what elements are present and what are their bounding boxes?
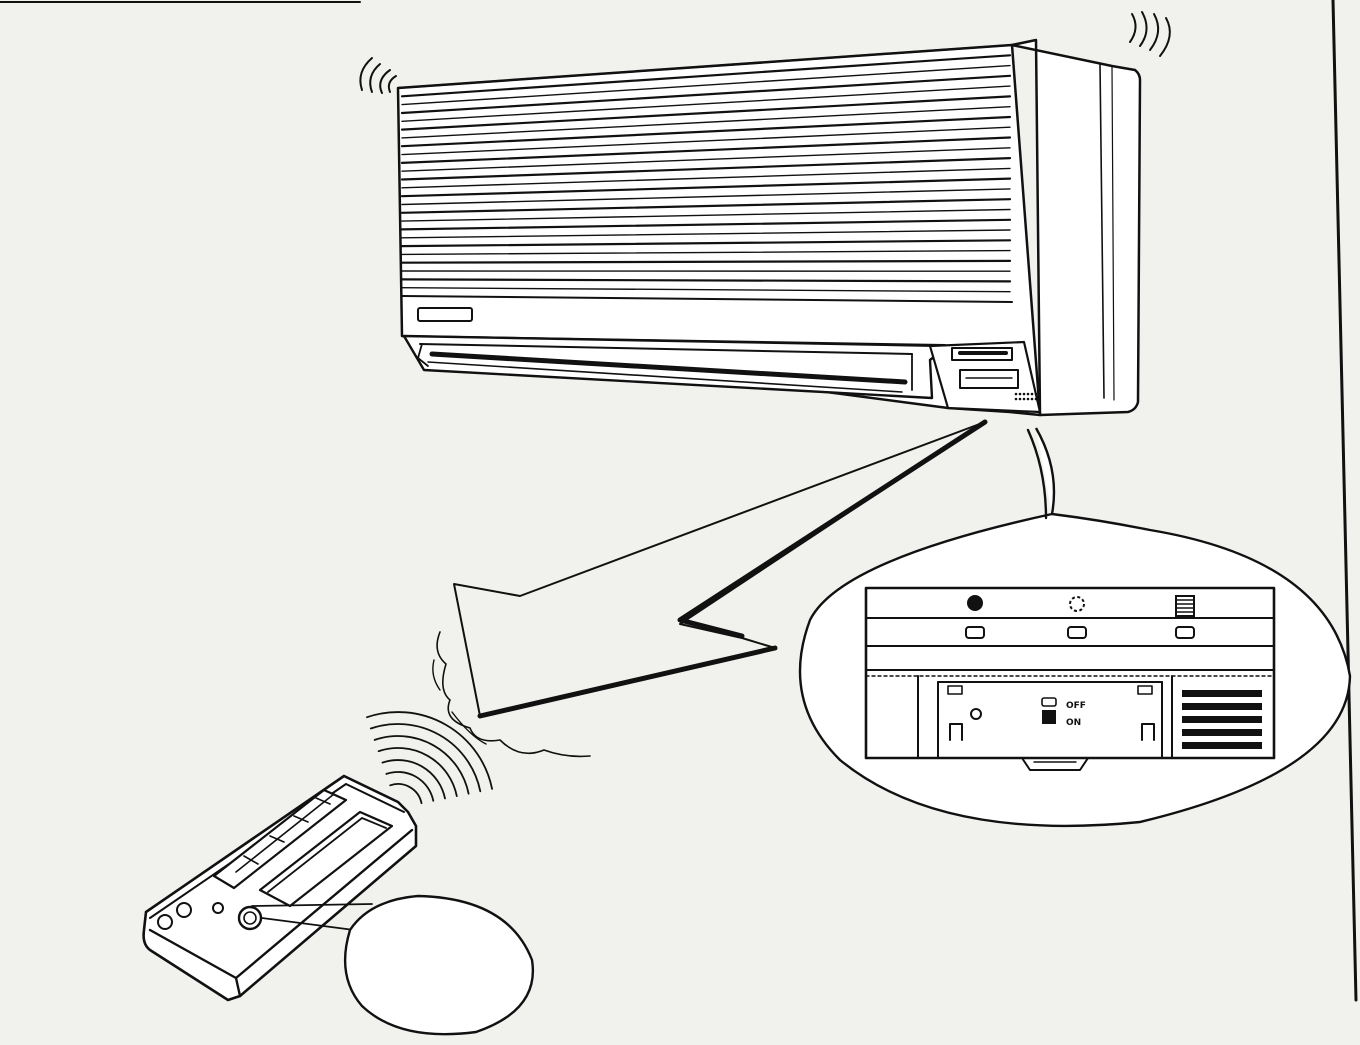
infrared-wave	[369, 723, 482, 793]
grille-slat	[400, 115, 1012, 148]
operation-switch: OFF ON	[1041, 697, 1086, 728]
infrared-wave	[373, 735, 470, 795]
grille-slat	[401, 147, 1011, 172]
switch-label-a: OFF	[1066, 701, 1086, 711]
grille-slat	[401, 85, 1011, 122]
grille-slat	[401, 126, 1011, 156]
vent-bar	[1182, 690, 1262, 697]
grille-slat	[401, 229, 1011, 239]
grille-slat	[400, 198, 1012, 214]
grille-slat	[400, 54, 1012, 98]
vent-bar	[1182, 729, 1262, 736]
vent-bar	[1182, 742, 1262, 749]
grille-slats	[400, 54, 1012, 293]
vent-dot	[1030, 397, 1034, 401]
grille-slat	[400, 239, 1012, 248]
remote-button-callout	[343, 894, 535, 1036]
vent-bar	[1182, 716, 1262, 723]
vent-dot	[1034, 392, 1038, 396]
panel-callout-bubble: OFF ON	[798, 427, 1352, 828]
indicator-lamp-middle	[1067, 626, 1087, 639]
brand-badge	[417, 307, 473, 322]
grille-slat	[400, 157, 1012, 181]
infrared-wave	[389, 783, 423, 805]
vent-bars	[1182, 690, 1262, 749]
air-conditioner-indoor-unit	[359, 11, 1171, 417]
grille-slat	[401, 188, 1011, 206]
remote-button	[212, 902, 224, 914]
vent-dot	[1026, 397, 1030, 401]
grille-slat	[400, 218, 1012, 231]
infrared-wave	[385, 771, 435, 802]
grille-slat	[400, 136, 1012, 164]
vent-dot	[1022, 397, 1026, 401]
infrared-wave	[381, 759, 446, 800]
grille-slat	[401, 167, 1011, 189]
infrared-wave	[366, 711, 493, 790]
indicator-lamp-right	[1175, 626, 1195, 639]
vent-dot	[1030, 392, 1034, 396]
vent-dot	[1022, 392, 1026, 396]
grille-slat	[400, 177, 1012, 198]
grille-slat	[401, 208, 1011, 222]
vent-dot	[1034, 397, 1038, 401]
hatched-square-icon	[1175, 595, 1195, 617]
remote-button	[157, 914, 173, 930]
grille-slat	[401, 64, 1011, 106]
grille-slat	[400, 278, 1012, 283]
direction-arrow	[432, 419, 988, 758]
vent-dot	[1018, 392, 1022, 396]
infrared-wave	[377, 747, 458, 797]
remote-button	[176, 902, 192, 918]
switch-label-b: ON	[1066, 718, 1081, 728]
operation-panel-detail: OFF ON	[864, 586, 1276, 771]
filled-circle-icon	[967, 595, 983, 611]
signal-wave-icon	[366, 711, 493, 805]
remote-control	[142, 774, 418, 1002]
grille-slat	[401, 249, 1011, 256]
vent-dot	[1026, 392, 1030, 396]
air-outlet-louver	[402, 334, 950, 400]
grille-slat	[401, 287, 1011, 293]
grille-slat	[400, 259, 1012, 264]
dashed-circle-icon	[1069, 596, 1085, 612]
grille-slat	[400, 74, 1012, 115]
vent-dot	[1014, 392, 1018, 396]
signal-wave-icon	[359, 57, 397, 94]
page-frame	[0, 0, 1358, 1002]
grille-slat	[400, 95, 1012, 131]
unit-control-panel	[928, 340, 1042, 414]
signal-wave-icon	[1129, 11, 1171, 57]
vent-bar	[1182, 703, 1262, 710]
grille-slat	[401, 106, 1011, 139]
indicator-lamp-left	[965, 626, 985, 639]
vent-dot	[1014, 397, 1018, 401]
vent-dot	[1018, 397, 1022, 401]
